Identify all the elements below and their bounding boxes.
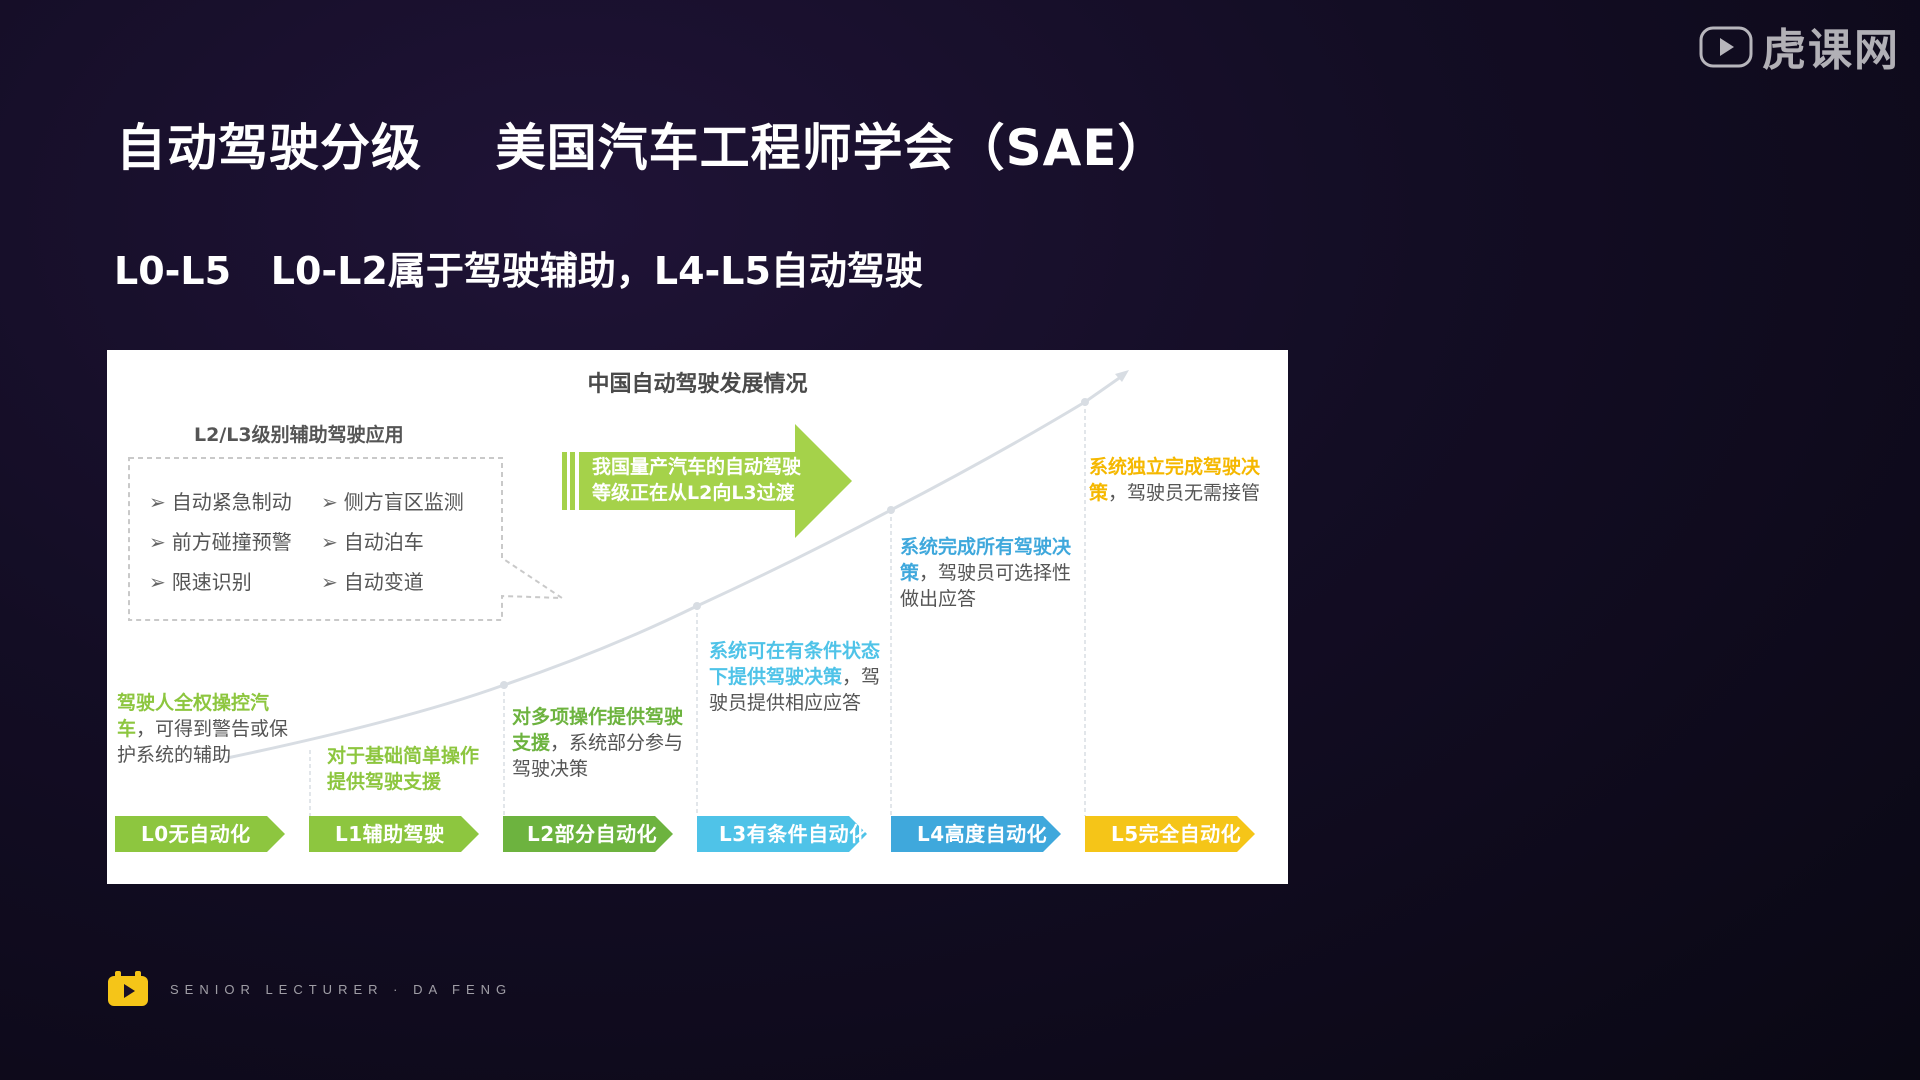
- arrow-text-line: 等级正在从L2向L3过渡: [592, 482, 795, 504]
- progress-arrow-text: 我国量产汽车的自动驾驶 等级正在从L2向L3过渡: [592, 454, 822, 506]
- slide-title: 自动驾驶分级 美国汽车工程师学会（SAE）: [116, 119, 1169, 177]
- video-play-icon: [1699, 26, 1753, 68]
- feature-label: 自动紧急制动: [171, 490, 292, 514]
- level-description-l4: 系统完成所有驾驶决策，驾驶员可选择性做出应答: [900, 534, 1078, 612]
- chevron-right-icon: ➢: [149, 490, 166, 514]
- curve-point: [500, 681, 508, 689]
- level-highlight: 对于基础简单操作提供驾驶支援: [327, 745, 480, 793]
- level-highlight: 对多项操作提供驾驶支援: [512, 706, 684, 754]
- level-detail: ，驾驶员提供相应应答: [709, 666, 881, 714]
- chevron-right-icon: ➢: [321, 530, 338, 554]
- feature-item: ➢自动变道: [321, 566, 424, 595]
- feature-item: ➢限速识别: [149, 566, 252, 595]
- level-chevron-l4: [891, 816, 1061, 852]
- watermark-logo: 虎课网: [1696, 16, 1900, 76]
- chevron-right-icon: ➢: [321, 570, 338, 594]
- feature-item: ➢自动泊车: [321, 526, 424, 555]
- level-label-l4: L4高度自动化: [917, 822, 1048, 846]
- level-detail: ，驾驶员无需接管: [1108, 482, 1261, 504]
- level-chevron-l1: [309, 816, 479, 852]
- level-highlight: 驾驶人全权操控汽车: [117, 692, 270, 740]
- level-label-l1: L1辅助驾驶: [335, 822, 445, 846]
- level-description-l3: 系统可在有条件状态下提供驾驶决策，驾驶员提供相应应答: [709, 638, 887, 716]
- level-chevron-l0: [115, 816, 285, 852]
- level-label-l0: L0无自动化: [141, 822, 251, 846]
- feature-item: ➢前方碰撞预警: [149, 526, 292, 555]
- level-description-l1: 对于基础简单操作提供驾驶支援: [327, 743, 482, 795]
- arrow-stripe: [570, 452, 575, 510]
- feature-label: 前方碰撞预警: [171, 530, 292, 554]
- progress-arrow: [579, 424, 852, 538]
- curve-arrowhead: [1115, 370, 1129, 382]
- feature-label: 限速识别: [171, 570, 252, 594]
- l2-callout-box: [128, 457, 566, 621]
- level-detail: ，可得到警告或保护系统的辅助: [117, 718, 289, 766]
- feature-item: ➢自动紧急制动: [149, 486, 292, 515]
- curve-point: [887, 506, 895, 514]
- l2-box-title: L2/L3级别辅助驾驶应用: [194, 424, 404, 446]
- level-highlight: 系统可在有条件状态下提供驾驶决策: [709, 640, 881, 688]
- figure-title: 中国自动驾驶发展情况: [587, 372, 808, 397]
- figure-graphics: [115, 370, 1255, 852]
- level-label-l5: L5完全自动化: [1111, 822, 1242, 846]
- feature-item: ➢侧方盲区监测: [321, 486, 464, 515]
- feature-label: 自动泊车: [343, 530, 424, 554]
- level-detail: ，系统部分参与驾驶决策: [512, 732, 684, 780]
- autonomous-driving-figure: 中国自动驾驶发展情况 L2/L3级别辅助驾驶应用 ➢自动紧急制动 ➢侧方盲区监测…: [107, 350, 1288, 884]
- level-label-l2: L2部分自动化: [527, 822, 658, 846]
- level-label-l3: L3有条件自动化: [719, 822, 870, 846]
- chevron-right-icon: ➢: [149, 530, 166, 554]
- arrow-stripe: [562, 452, 567, 510]
- level-chevron-l3: [697, 816, 867, 852]
- level-chevron-l2: [503, 816, 673, 852]
- level-highlight: 系统完成所有驾驶决策: [900, 536, 1072, 584]
- level-chevron-l5: [1085, 816, 1255, 852]
- chevron-right-icon: ➢: [321, 490, 338, 514]
- video-play-icon: [108, 971, 148, 1006]
- level-description-l5: 系统独立完成驾驶决策，驾驶员无需接管: [1089, 454, 1267, 506]
- arrow-text-line: 我国量产汽车的自动驾驶: [592, 456, 802, 478]
- level-description-l0: 驾驶人全权操控汽车，可得到警告或保护系统的辅助: [117, 690, 295, 768]
- chevron-right-icon: ➢: [149, 570, 166, 594]
- feature-label: 侧方盲区监测: [343, 490, 464, 514]
- footer: SENIOR LECTURER · DA FENG: [106, 970, 512, 1008]
- footer-text: SENIOR LECTURER · DA FENG: [170, 981, 513, 997]
- level-highlight: 系统独立完成驾驶决策: [1089, 456, 1261, 504]
- level-detail: ，驾驶员可选择性做出应答: [900, 562, 1072, 610]
- curve-point: [1081, 398, 1089, 406]
- level-description-l2: 对多项操作提供驾驶支援，系统部分参与驾驶决策: [512, 704, 686, 782]
- feature-label: 自动变道: [343, 570, 424, 594]
- watermark-text: 虎课网: [1762, 25, 1900, 76]
- curve-point: [693, 602, 701, 610]
- slide-subtitle: L0-L5 L0-L2属于驾驶辅助，L4-L5自动驾驶: [114, 249, 923, 293]
